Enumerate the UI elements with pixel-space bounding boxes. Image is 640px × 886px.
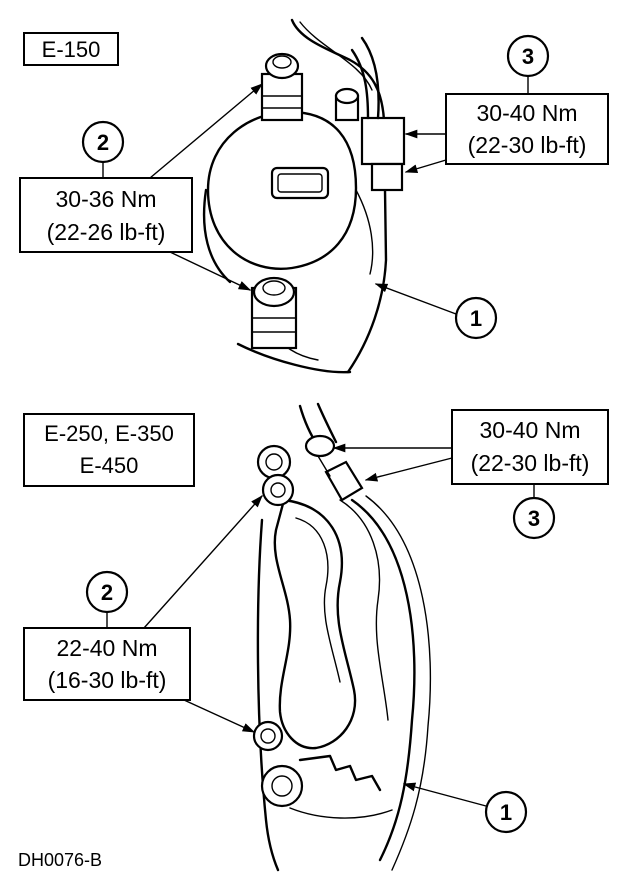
callout-2-top: 2 [81, 120, 125, 179]
leader-caliper-bottom [402, 782, 487, 807]
brake-hose-fitting-top [350, 36, 406, 192]
leader-bolt-upper-bottom [143, 495, 263, 629]
callout-1-bottom: 1 [484, 790, 528, 834]
leader-bolt-upper-top [149, 83, 263, 179]
model-label-e250-e350-e450: E-250, E-350 E-450 [23, 413, 195, 487]
brake-hose-fitting-bottom [298, 402, 364, 502]
bolt-torque-box-bottom: 22-40 Nm (16-30 lb-ft) [23, 627, 191, 701]
top-view: E-150 [19, 18, 609, 374]
svg-text:1: 1 [500, 800, 512, 825]
svg-text:3: 3 [528, 506, 540, 531]
bolt-torque-nm: 22-40 Nm [57, 635, 158, 661]
upper-guide-bolts-bottom [256, 444, 295, 507]
hose-torque-nm: 30-40 Nm [480, 417, 581, 443]
leader-hose-lower-top [404, 159, 447, 173]
bolt-torque-lbft: (22-26 lb-ft) [47, 219, 166, 245]
svg-text:3: 3 [522, 44, 534, 69]
callout-1-top: 1 [454, 296, 498, 340]
model-label-e150: E-150 [23, 32, 119, 66]
bleeder-screw [334, 87, 360, 122]
callout-2-bottom: 2 [85, 570, 129, 629]
lower-guide-bolt [250, 276, 298, 350]
hose-torque-box-bottom: 30-40 Nm (22-30 lb-ft) [451, 409, 609, 485]
hose-torque-box-top: 30-40 Nm (22-30 lb-ft) [445, 93, 609, 165]
bolt-torque-lbft: (16-30 lb-ft) [48, 667, 167, 693]
hose-torque-lbft: (22-30 lb-ft) [471, 450, 590, 476]
lower-guide-bolt-bottom [252, 720, 304, 808]
bottom-view: E-250, E-350 E-450 [23, 402, 609, 872]
svg-text:2: 2 [101, 580, 113, 605]
leader-caliper-top [374, 283, 457, 315]
leader-hose-lower-bottom [364, 457, 453, 482]
hose-torque-lbft: (22-30 lb-ft) [468, 132, 587, 158]
bolt-torque-nm: 30-36 Nm [56, 186, 157, 212]
svg-text:2: 2 [97, 130, 109, 155]
leader-bolt-lower-bottom [183, 699, 256, 733]
model-label-text: E-150 [42, 37, 101, 62]
caliper-illustration-top [202, 18, 406, 374]
bolt-torque-box-top: 30-36 Nm (22-26 lb-ft) [19, 177, 193, 253]
callout-3-bottom: 3 [512, 483, 556, 540]
upper-guide-bolt [260, 52, 304, 122]
caliper-illustration-bottom [252, 402, 432, 872]
svg-text:1: 1 [470, 306, 482, 331]
hose-torque-nm: 30-40 Nm [477, 100, 578, 126]
model-label-line1: E-250, E-350 [44, 421, 174, 446]
figure-id: DH0076-B [18, 850, 102, 870]
model-label-line2: E-450 [80, 453, 139, 478]
callout-3-top: 3 [506, 34, 550, 95]
leader-bolt-lower-top [169, 251, 252, 291]
